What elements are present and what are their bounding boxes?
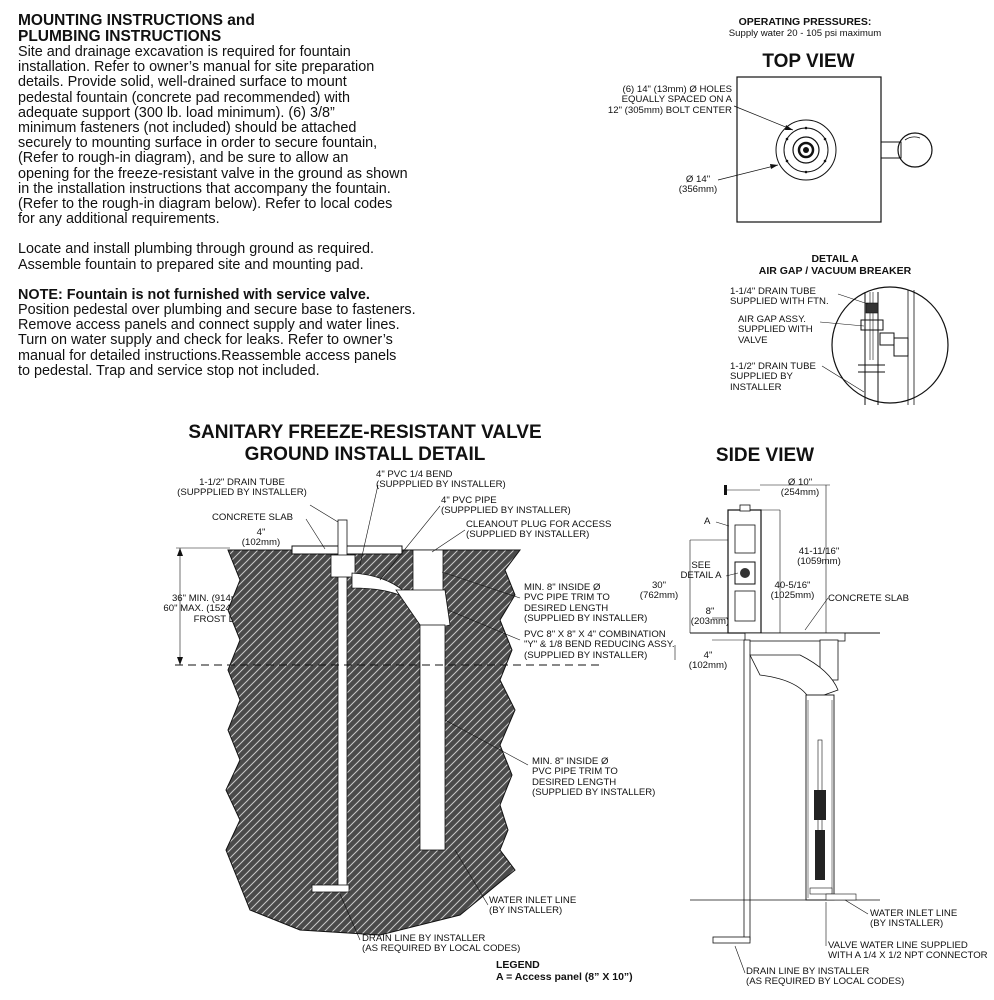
operating-pressures-value: Supply water 20 - 105 psi maximum bbox=[728, 28, 882, 39]
side-water-inlet-label: WATER INLET LINE (BY INSTALLER) bbox=[870, 908, 958, 930]
operating-pressures-title: OPERATING PRESSURES: bbox=[738, 16, 872, 28]
detail-a-label-1: 1-1/4" DRAIN TUBE SUPPLIED WITH FTN. bbox=[730, 286, 829, 308]
ground-trim-label-2: MIN. 8" INSIDE Ø PVC PIPE TRIM TO DESIRE… bbox=[532, 756, 656, 799]
ground-drain-tube-label: 1-1/2" DRAIN TUBE (SUPPPLIED BY INSTALLE… bbox=[177, 477, 307, 499]
instructions-block: MOUNTING INSTRUCTIONS and PLUMBING INSTR… bbox=[18, 13, 488, 379]
top-view-drawing bbox=[717, 76, 933, 223]
ground-trim-label-1: MIN. 8" INSIDE Ø PVC PIPE TRIM TO DESIRE… bbox=[524, 582, 648, 625]
side-view-title: SIDE VIEW bbox=[715, 445, 815, 466]
ground-pvc-pipe-label: 4" PVC PIPE (SUPPPLIED BY INSTALLER) bbox=[441, 495, 571, 517]
detail-a-label-3: 1-1/2" DRAIN TUBE SUPPLIED BY INSTALLER bbox=[730, 361, 816, 393]
detail-a-label-2: AIR GAP ASSY. SUPPLIED WITH VALVE bbox=[738, 314, 813, 346]
side-panel-a-label: A bbox=[704, 516, 711, 527]
top-view-title: TOP VIEW bbox=[762, 51, 855, 72]
ground-drain-line-label: DRAIN LINE BY INSTALLER (AS REQUIRED BY … bbox=[362, 933, 521, 955]
instructions-title-line1: MOUNTING INSTRUCTIONS and bbox=[18, 12, 255, 29]
detail-a-title-line2: AIR GAP / VACUUM BREAKER bbox=[758, 265, 912, 277]
ground-detail-title-line2: GROUND INSTALL DETAIL bbox=[244, 444, 486, 465]
side-see-detail-label: SEE DETAIL A bbox=[680, 560, 722, 582]
side-diameter-label: Ø 10" (254mm) bbox=[780, 477, 820, 499]
side-height-30: 30" (762mm) bbox=[639, 580, 679, 602]
note-body: Position pedestal over plumbing and secu… bbox=[18, 302, 416, 379]
instructions-paragraph-2: Locate and install plumbing through grou… bbox=[18, 241, 375, 273]
instructions-title-line2: PLUMBING INSTRUCTIONS bbox=[18, 28, 222, 45]
side-height-41: 41-11/16" (1059mm) bbox=[797, 546, 841, 568]
ground-detail-title-line1: SANITARY FREEZE-RESISTANT VALVE bbox=[188, 422, 542, 443]
side-drain-line-label: DRAIN LINE BY INSTALLER (AS REQUIRED BY … bbox=[746, 966, 905, 988]
legend-entry: A = Access panel (8” X 10”) bbox=[496, 971, 633, 983]
top-view-holes-label: (6) 14" (13mm) Ø HOLES EQUALLY SPACED ON… bbox=[607, 84, 732, 116]
side-dimension-8: 8" (203mm) bbox=[690, 606, 730, 628]
side-view-drawing bbox=[674, 484, 880, 974]
detail-a-drawing bbox=[819, 286, 949, 405]
ground-concrete-slab-label: CONCRETE SLAB bbox=[212, 512, 294, 523]
detail-a-title-line1: DETAIL A bbox=[811, 253, 859, 265]
side-height-40: 40-5/16" (1025mm) bbox=[770, 580, 815, 602]
ground-water-inlet-label: WATER INLET LINE (BY INSTALLER) bbox=[489, 895, 577, 917]
side-concrete-slab-label: CONCRETE SLAB bbox=[828, 593, 910, 604]
ground-cleanout-label: CLEANOUT PLUG FOR ACCESS (SUPPLIED BY IN… bbox=[466, 519, 612, 541]
side-valve-line-label: VALVE WATER LINE SUPPLIED WITH A 1/4 X 1… bbox=[828, 940, 988, 962]
instructions-paragraph-1: Site and drainage excavation is required… bbox=[18, 44, 408, 228]
ground-pvc-bend-label: 4" PVC 1/4 BEND (SUPPPLIED BY INSTALLER) bbox=[376, 469, 506, 491]
note-title: NOTE: Fountain is not furnished with ser… bbox=[18, 286, 370, 303]
ground-detail-drawing bbox=[175, 484, 600, 941]
side-dimension-4: 4" (102mm) bbox=[688, 650, 728, 672]
ground-slab-dimension: 4" (102mm) bbox=[241, 527, 281, 549]
top-view-diameter-label: Ø 14" (356mm) bbox=[678, 174, 718, 196]
ground-combination-label: PVC 8" X 8" X 4" COMBINATION "Y" & 1/8 B… bbox=[524, 629, 675, 661]
legend-title: LEGEND bbox=[496, 959, 540, 971]
